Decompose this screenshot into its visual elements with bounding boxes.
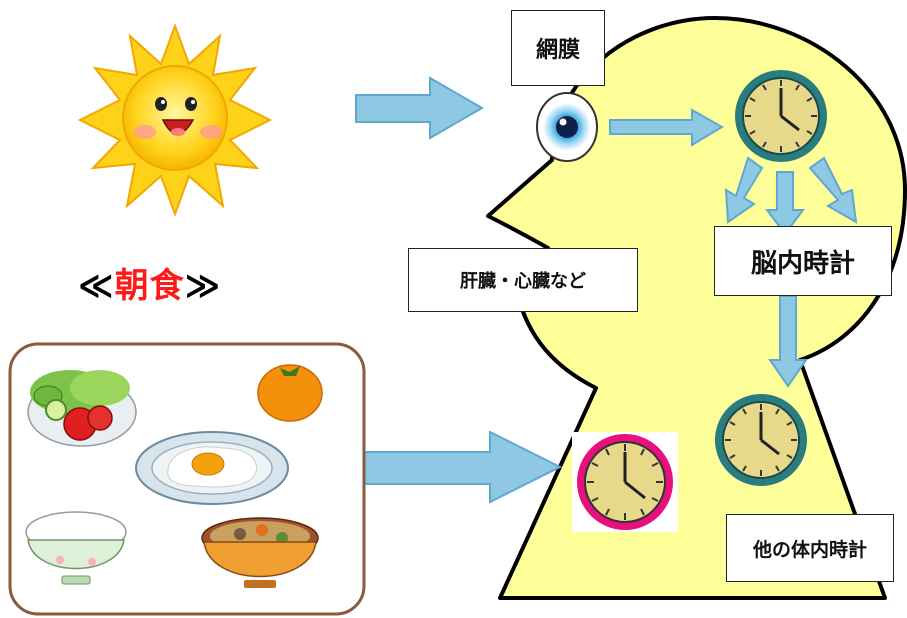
organs-label: 肝臓・心臓など — [408, 248, 638, 312]
breakfast-title: ≪朝食≫ — [78, 258, 221, 307]
rice-bowl-icon — [25, 511, 127, 585]
breakfast-title-close: ≫ — [184, 266, 222, 306]
miso-soup-icon — [201, 517, 319, 588]
arrow-sun-to-eye — [355, 76, 485, 140]
retina-label: 網膜 — [511, 10, 605, 86]
other-clocks-label: 他の体内時計 — [726, 514, 894, 582]
salad-icon — [27, 370, 137, 447]
brain-clock-label: 脳内時計 — [714, 226, 892, 296]
arrows-from-brain-clock — [724, 156, 858, 388]
retina-label-text: 網膜 — [535, 38, 580, 63]
breakfast-panel — [8, 342, 366, 616]
organ-clock-icon — [572, 432, 678, 532]
organs-label-text: 肝臓・心臓など — [460, 271, 586, 292]
eye-icon — [536, 92, 598, 162]
brain-clock-icon — [735, 70, 827, 162]
breakfast-title-open: ≪ — [78, 266, 115, 306]
brain-clock-label-text: 脳内時計 — [750, 248, 855, 279]
arrow-eye-to-brain-clock — [609, 108, 724, 147]
orange-icon — [257, 364, 323, 422]
body-clock-icon — [715, 394, 807, 486]
sun-icon — [77, 23, 273, 217]
arrow-breakfast-to-organ-clock — [354, 430, 563, 504]
other-clocks-label-text: 他の体内時計 — [752, 538, 867, 561]
breakfast-title-word: 朝食 — [114, 266, 185, 306]
fried-egg-icon — [135, 431, 289, 505]
